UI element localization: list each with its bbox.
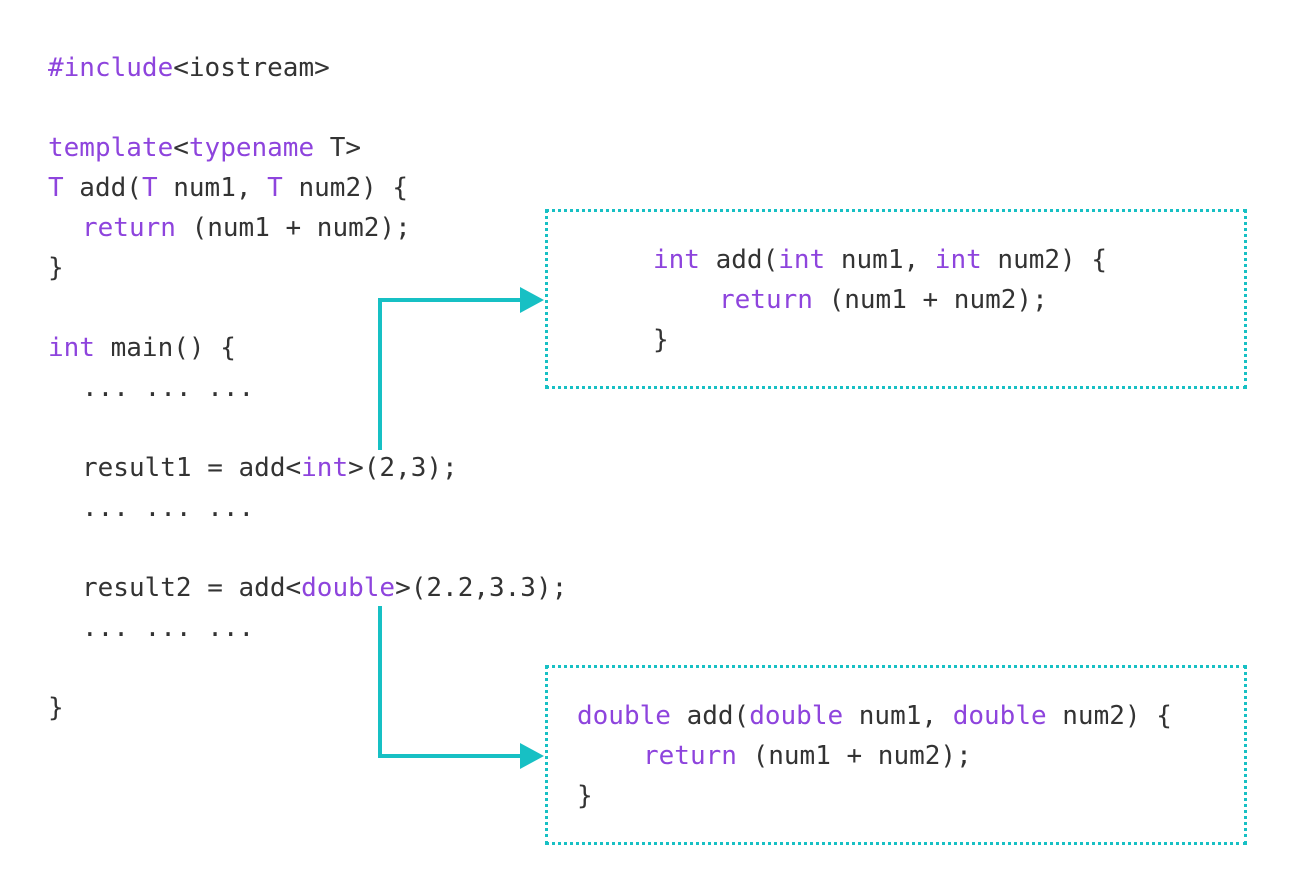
result1-call-prefix: result1 = add< bbox=[82, 453, 302, 483]
int-box-close: } bbox=[653, 325, 669, 355]
result2-call-prefix: result2 = add< bbox=[82, 573, 302, 603]
template-param-rest: T> bbox=[314, 133, 362, 163]
int-return-type: int bbox=[653, 245, 700, 275]
result1-type-arg: int bbox=[301, 453, 349, 483]
include-line: #include<iostream> bbox=[48, 48, 330, 88]
int-param1-type: int bbox=[778, 245, 826, 275]
include-header: <iostream> bbox=[173, 53, 330, 83]
template-keyword: template bbox=[48, 133, 174, 163]
param2-type-T: T bbox=[267, 173, 283, 203]
double-box-signature: double add(double num1, double num2) { bbox=[577, 696, 1172, 736]
int-func-name: add( bbox=[699, 245, 779, 275]
double-return-expression: (num1 + num2); bbox=[736, 741, 972, 771]
main-signature-line: int main() { bbox=[48, 328, 236, 368]
result2-type-arg: double bbox=[301, 573, 396, 603]
include-directive: #include bbox=[48, 53, 174, 83]
ellipsis-line-3: ... ... ... bbox=[82, 613, 255, 643]
double-param1-type: double bbox=[749, 701, 844, 731]
main-return-type: int bbox=[48, 333, 95, 363]
double-param2-type: double bbox=[952, 701, 1047, 731]
int-param1-name: num1, bbox=[825, 245, 935, 275]
typename-keyword: typename bbox=[188, 133, 315, 163]
int-connector-line bbox=[378, 298, 522, 450]
ellipsis-line-2: ... ... ... bbox=[82, 493, 255, 523]
return-type-T: T bbox=[48, 173, 64, 203]
result1-call-suffix: >(2,3); bbox=[348, 453, 458, 483]
double-func-name: add( bbox=[670, 701, 750, 731]
int-param2-type: int bbox=[934, 245, 982, 275]
int-return-keyword: return bbox=[719, 285, 813, 315]
int-param2-name: num2) { bbox=[981, 245, 1107, 275]
result1-line: result1 = add<int>(2,3); bbox=[82, 448, 458, 488]
int-return-expression: (num1 + num2); bbox=[812, 285, 1048, 315]
template-function-signature: T add(T num1, T num2) { bbox=[48, 168, 408, 208]
return-expression: (num1 + num2); bbox=[175, 213, 411, 243]
main-close: } bbox=[48, 693, 64, 723]
double-connector-line bbox=[378, 606, 522, 758]
int-arrowhead-icon bbox=[520, 287, 544, 313]
template-function-close: } bbox=[48, 253, 64, 283]
result2-line: result2 = add<double>(2.2,3.3); bbox=[82, 568, 567, 608]
return-keyword: return bbox=[82, 213, 176, 243]
param2-name: num2) { bbox=[282, 173, 409, 203]
double-instantiation-box bbox=[545, 665, 1247, 845]
int-box-signature: int add(int num1, int num2) { bbox=[653, 240, 1107, 280]
ellipsis-line-1: ... ... ... bbox=[82, 373, 255, 403]
double-return-keyword: return bbox=[643, 741, 737, 771]
main-name: main() { bbox=[94, 333, 236, 363]
param1-type-T: T bbox=[141, 173, 158, 203]
result2-call-suffix: >(2.2,3.3); bbox=[395, 573, 568, 603]
template-open-bracket: < bbox=[173, 133, 189, 163]
double-box-close: } bbox=[577, 781, 593, 811]
double-param2-name: num2) { bbox=[1046, 701, 1172, 731]
func-name-part: add( bbox=[63, 173, 142, 203]
template-function-body: return (num1 + num2); bbox=[82, 208, 411, 248]
int-instantiation-box bbox=[545, 209, 1247, 389]
param1-name: num1, bbox=[157, 173, 268, 203]
template-declaration-line: template<typename T> bbox=[48, 128, 361, 168]
double-param1-name: num1, bbox=[843, 701, 953, 731]
double-box-body: return (num1 + num2); bbox=[643, 736, 972, 776]
int-box-body: return (num1 + num2); bbox=[719, 280, 1048, 320]
double-return-type: double bbox=[577, 701, 671, 731]
double-arrowhead-icon bbox=[520, 743, 544, 769]
